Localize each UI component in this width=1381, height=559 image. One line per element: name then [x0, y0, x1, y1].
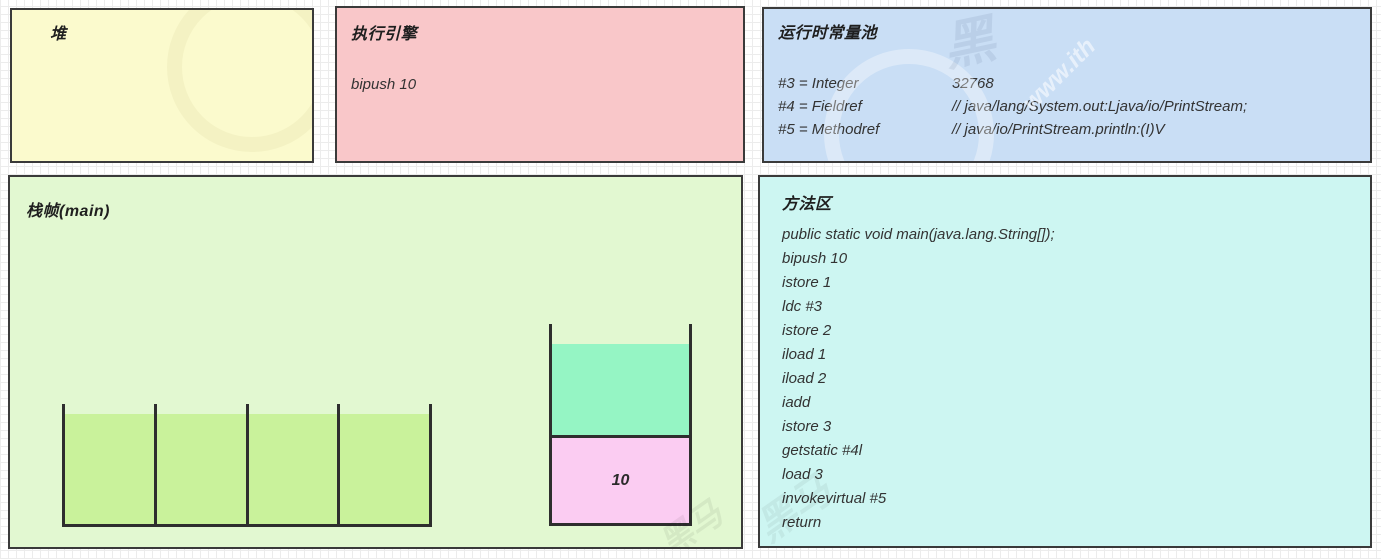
bytecode-listing: public static void main(java.lang.String… [782, 223, 1370, 535]
bytecode-line: return [782, 514, 822, 531]
execution-engine-title: 执行引擎 [351, 26, 418, 43]
constant-pool-entry-name: #3 = Integer [778, 75, 859, 92]
constant-pool-title: 运行时常量池 [778, 25, 878, 42]
stack-frame-box: 栈帧(main) 10 黑马 [8, 175, 743, 549]
stack-frame-title: 栈帧(main) [26, 203, 111, 220]
heap-title: 堆 [50, 26, 67, 43]
constant-pool-entry: #4 = Fieldref // java/lang/System.out:Lja… [778, 95, 1370, 118]
local-variable-slot [153, 404, 246, 524]
bytecode-line: load 3 [782, 466, 823, 483]
bytecode-line: iload 1 [782, 346, 827, 363]
constant-pool-entry-value: 32768 [952, 75, 994, 92]
constant-pool-entry-name: #4 = Fieldref [778, 98, 862, 115]
current-instruction: bipush 10 [351, 76, 417, 93]
bytecode-line: istore 1 [782, 274, 832, 291]
operand-stack: 10 [549, 324, 692, 526]
execution-engine-box: 执行引擎 bipush 10 [335, 6, 745, 163]
bytecode-line: iload 2 [782, 370, 827, 387]
heap-box: 堆 [10, 8, 314, 163]
bytecode-line: invokevirtual #5 [782, 490, 887, 507]
bytecode-line: istore 3 [782, 418, 832, 435]
local-variable-slot-fill [65, 414, 154, 524]
operand-stack-bottom-segment: 10 [552, 438, 689, 523]
constant-pool-entry: #5 = Methodref // java/io/PrintStream.pri… [778, 118, 1370, 141]
method-area-box: 黑马 方法区 public static void main(java.lang… [758, 175, 1372, 548]
local-variable-slot-fill [248, 414, 338, 524]
constant-pool-entry-value: // java/io/PrintStream.println:(I)V [952, 121, 1165, 138]
constant-pool-entry-name: #5 = Methodref [778, 121, 880, 138]
operand-stack-top-segment [552, 344, 689, 438]
constant-pool-entry: #3 = Integer 32768 [778, 72, 1370, 95]
local-variable-slot [62, 404, 154, 524]
bytecode-line: ldc #3 [782, 298, 823, 315]
bytecode-line: getstatic #4l [782, 442, 863, 459]
local-variable-slot-fill [340, 414, 429, 524]
constant-pool-entries: #3 = Integer 32768 #4 = Fieldref // java/la… [778, 72, 1370, 141]
local-variable-slot [245, 404, 338, 524]
operand-stack-value: 10 [611, 471, 630, 489]
bytecode-line: public static void main(java.lang.String… [782, 226, 1055, 243]
bytecode-line: iadd [782, 394, 811, 411]
constant-pool-entry-value: // java/lang/System.out:Ljava/io/PrintSt… [952, 98, 1248, 115]
bytecode-line: bipush 10 [782, 250, 848, 267]
bytecode-line: istore 2 [782, 322, 832, 339]
local-variable-table [62, 404, 432, 527]
operand-stack-empty-space [552, 324, 689, 344]
local-variable-slot [337, 404, 432, 524]
method-area-title: 方法区 [782, 196, 832, 213]
local-variable-slot-fill [156, 414, 246, 524]
